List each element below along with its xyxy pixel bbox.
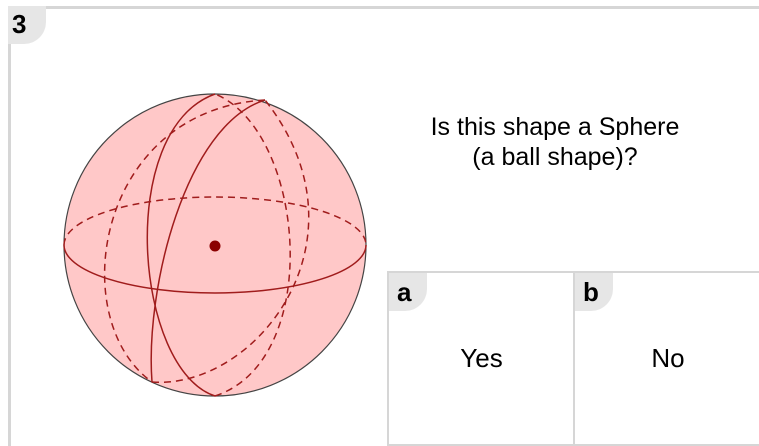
option-a-button[interactable]: a Yes <box>387 271 576 446</box>
card-top-border <box>8 6 759 9</box>
sphere-icon <box>63 93 367 397</box>
card-left-border <box>8 6 11 446</box>
option-a-label: Yes <box>460 343 503 373</box>
question-prompt-line1: Is this shape a Sphere <box>430 113 680 141</box>
question-prompt-line2: (a ball shape)? <box>472 143 638 171</box>
option-b-letter: b <box>575 273 613 311</box>
question-number-badge: 3 <box>8 6 46 44</box>
option-b-label: No <box>651 343 685 373</box>
question-prompt: Is this shape a Sphere (a ball shape)? <box>380 112 730 172</box>
option-a-letter: a <box>389 273 427 311</box>
option-b-button[interactable]: b No <box>573 271 759 446</box>
